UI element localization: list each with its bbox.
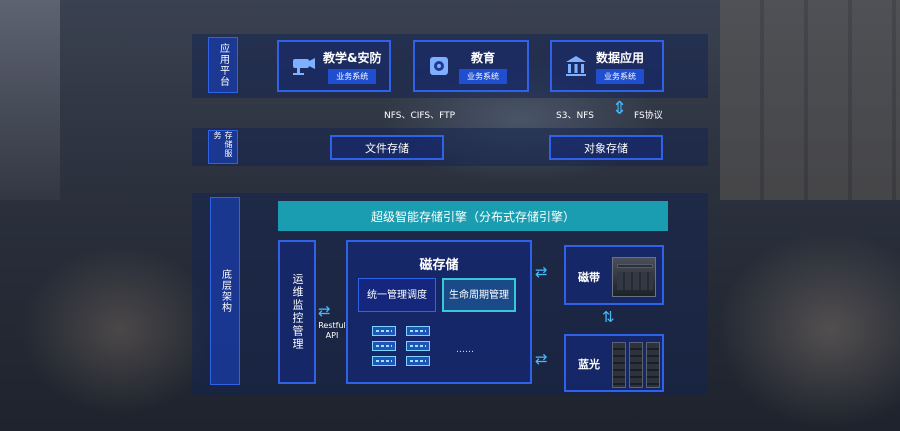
building-icon xyxy=(562,52,590,80)
bluray-label: 蓝光 xyxy=(578,358,600,371)
right-arrow-icon: ⇄ xyxy=(535,263,548,281)
server-icon xyxy=(372,326,396,336)
file-protocols: NFS、CIFS、FTP xyxy=(384,111,456,121)
bluray-box: 蓝光 xyxy=(564,334,664,392)
ellipsis: …… xyxy=(456,345,474,355)
unified-scheduling-box: 统一管理调度 xyxy=(358,278,436,312)
magnetic-storage-box: 磁存储 统一管理调度 生命周期管理 …… xyxy=(346,240,532,384)
fs-protocol: FS协议 xyxy=(634,111,663,121)
server-icon xyxy=(406,356,430,366)
app-platform-label: 应用平台 xyxy=(208,37,238,93)
vertical-arrow-icon: ⇅ xyxy=(602,308,615,326)
lifecycle-management-box: 生命周期管理 xyxy=(442,278,516,312)
app-subtitle: 业务系统 xyxy=(459,68,507,84)
app-subtitle: 业务系统 xyxy=(328,68,377,84)
bluray-rack-icon xyxy=(612,342,660,388)
app-title: 教育 xyxy=(470,50,495,65)
server-icon xyxy=(372,341,396,351)
server-icon xyxy=(406,341,430,351)
updown-arrow-icon: ⇕ xyxy=(612,98,628,119)
tape-label: 磁带 xyxy=(578,271,600,284)
tape-library-icon xyxy=(612,257,656,297)
bidirectional-arrow-icon: ⇄ xyxy=(318,302,331,320)
tape-library-box: 磁带 xyxy=(564,245,664,305)
app-box-education: 教育 业务系统 xyxy=(413,40,529,92)
app-title: 数据应用 xyxy=(596,50,645,65)
app-title: 教学&安防 xyxy=(323,50,382,65)
object-protocols: S3、NFS xyxy=(556,111,594,121)
storage-service-label: 存储服务 xyxy=(208,130,238,164)
file-storage-box: 文件存储 xyxy=(330,135,444,160)
app-box-data-application: 数据应用 业务系统 xyxy=(550,40,664,92)
object-storage-box: 对象存储 xyxy=(549,135,663,160)
camera-icon xyxy=(289,52,317,80)
server-icon xyxy=(406,326,430,336)
ops-monitoring-box: 运维监控管理 xyxy=(278,240,316,384)
right-arrow-icon: ⇄ xyxy=(535,350,548,368)
storage-engine-bar: 超级智能存储引擎（分布式存储引擎） xyxy=(278,201,668,231)
infrastructure-label: 底层架构 xyxy=(210,197,240,385)
magnetic-storage-title: 磁存储 xyxy=(419,258,459,273)
server-icon xyxy=(372,356,396,366)
app-box-teaching-security: 教学&安防 业务系统 xyxy=(277,40,391,92)
app-subtitle: 业务系统 xyxy=(596,68,644,84)
gear-icon xyxy=(425,52,453,80)
